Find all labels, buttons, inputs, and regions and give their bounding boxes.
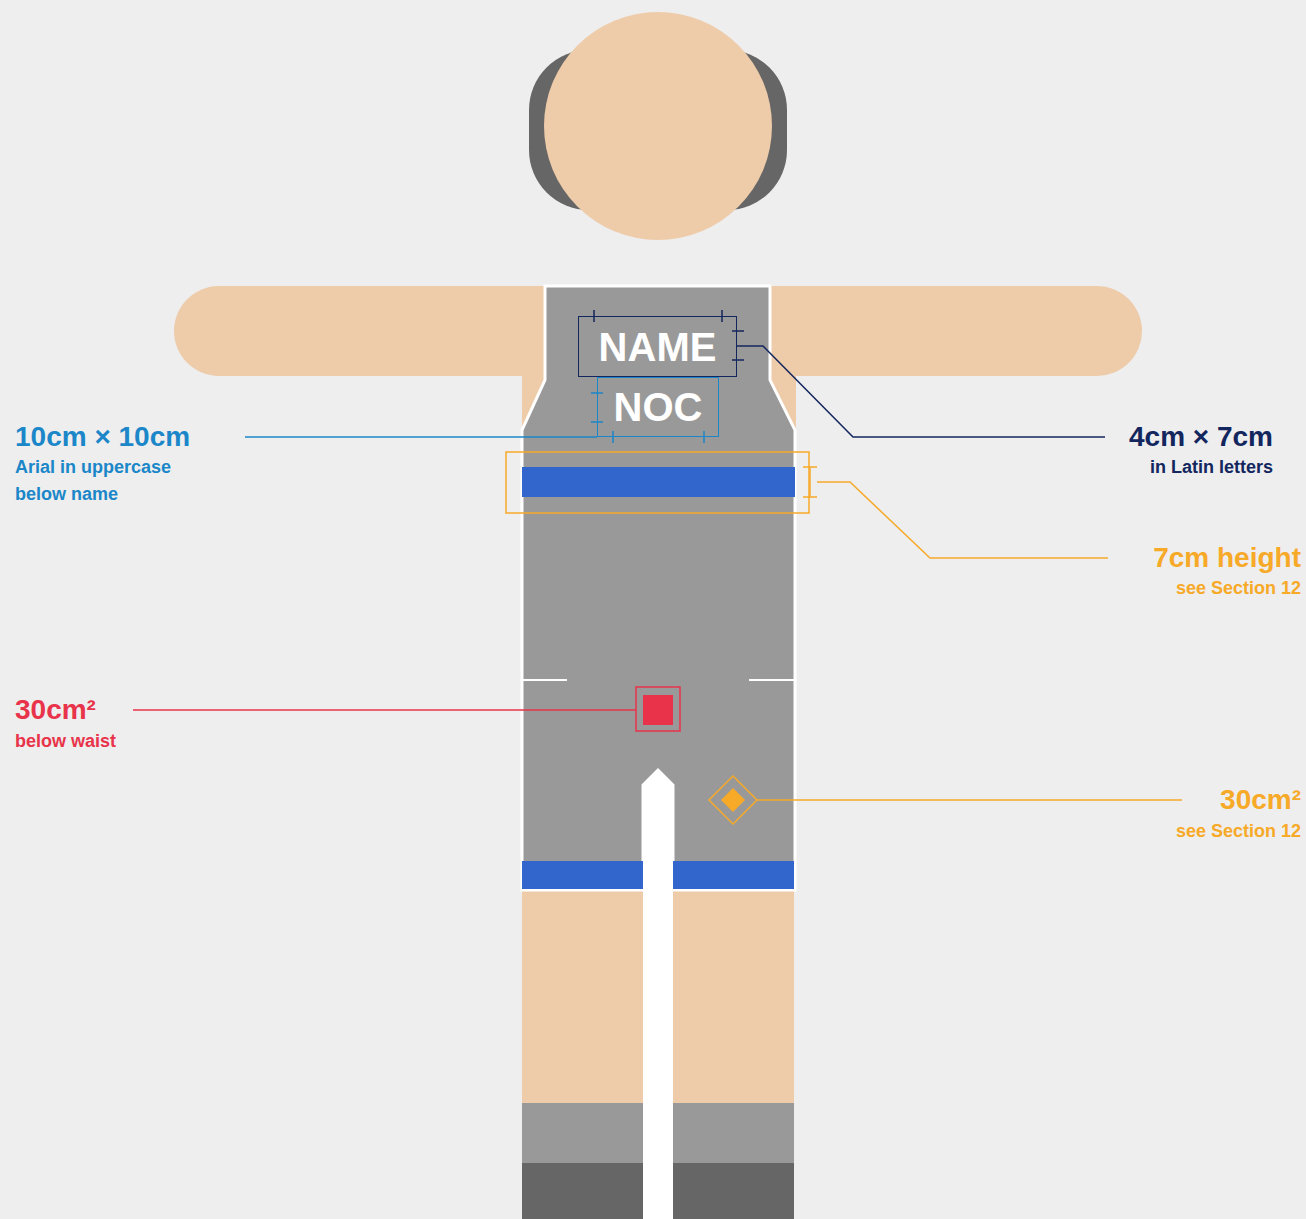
right-leg [673,880,794,1105]
leg-band [522,861,643,889]
leg-gap [643,770,673,1219]
node-label: NOC [614,387,703,427]
dimension-tick [732,330,744,332]
name-box: NAME [578,316,737,377]
head [544,12,772,240]
dimension-label: 10cm × 10cm [15,422,190,453]
sock [673,1103,794,1163]
shoe [673,1163,794,1219]
dimension-tick [703,431,705,443]
dimension-label: 30cm² [1220,785,1301,816]
dimension-label: 4cm × 7cm [1129,422,1273,453]
dimension-tick [732,359,744,361]
dimension-label: 30cm² [15,695,96,726]
node-label: NAME [599,327,717,367]
waist-line [522,679,567,681]
note-label: see Section 12 [1176,818,1301,845]
waist-line [749,679,795,681]
logo-area [709,776,757,824]
shoe [522,1163,643,1219]
left-leg [522,880,643,1105]
chest-band [522,467,795,497]
leader-line [133,709,636,711]
dimension-label: 7cm height [1153,543,1301,574]
leader-line [757,799,1182,801]
dimension-line [809,467,811,497]
leader-line [245,436,597,438]
noc-box: NOC [597,377,719,437]
logo-area [636,687,680,731]
leg-band [673,861,794,889]
note-label: Arial in uppercase below name [15,454,205,508]
sock [522,1103,643,1163]
note-label: in Latin letters [1150,454,1273,481]
leader-line [737,346,1105,437]
note-label: see Section 12 [1176,575,1301,602]
logo-mark [643,695,673,725]
dimension-tick [612,431,614,443]
leader-line [817,482,1108,558]
logo-mark [721,788,745,812]
note-label: below waist [15,728,116,755]
band-area [506,452,809,513]
